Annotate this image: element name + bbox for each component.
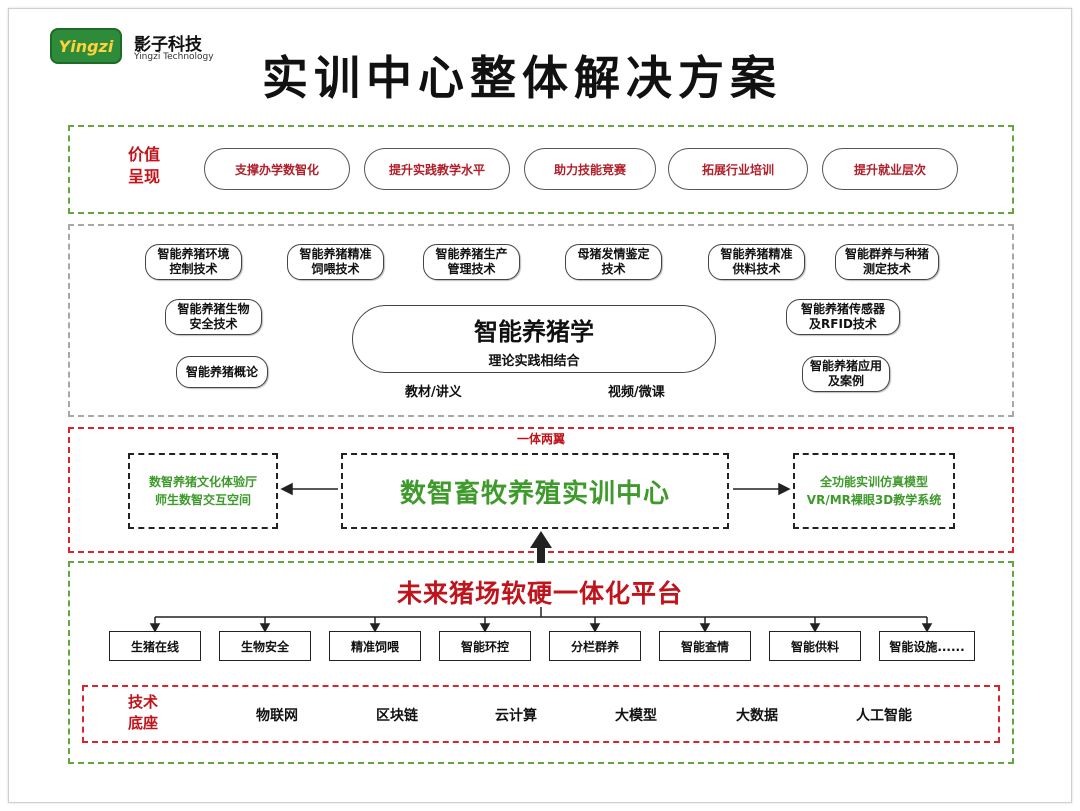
course-box: 智能养猪生物安全技术 xyxy=(165,299,262,335)
brand-name: 影子科技 xyxy=(134,35,202,55)
platform-module: 生物安全 xyxy=(219,631,311,661)
course-box: 智能养猪精准饲喂技术 xyxy=(287,244,384,280)
tech-base-label-line1: 技术 xyxy=(128,693,159,711)
up-arrow-head-icon xyxy=(530,531,552,548)
value-label: 价值 呈现 xyxy=(128,144,160,188)
core-subtitle: 理论实践相结合 xyxy=(488,354,580,369)
materials-right: 视频/微课 xyxy=(608,385,665,400)
tech-base-item: 人工智能 xyxy=(856,708,912,724)
platform-title: 未来猪场软硬一体化平台 xyxy=(396,579,683,608)
right-wing-box: 全功能实训仿真模型 VR/MR裸眼3D教学系统 xyxy=(793,453,955,529)
curriculum-section xyxy=(68,224,1014,417)
tech-base-item: 大模型 xyxy=(615,708,657,724)
left-wing-line1: 数智养猪文化体验厅 xyxy=(148,475,257,489)
tech-base-label-line2: 底座 xyxy=(128,714,159,732)
center-title: 数智畜牧养殖实训中心 xyxy=(399,478,670,509)
tech-base-item: 云计算 xyxy=(495,708,537,724)
right-wing-line1: 全功能实训仿真模型 xyxy=(819,475,928,489)
left-wing-box: 数智养猪文化体验厅师生数智交互空间 xyxy=(128,453,278,529)
value-item: 提升就业层次 xyxy=(822,148,958,190)
value-item: 支撑办学数智化 xyxy=(204,148,350,190)
brand-subtitle: Yingzi Technology xyxy=(134,52,214,62)
course-box: 智能养猪传感器及RFID技术 xyxy=(786,299,900,335)
value-item: 拓展行业培训 xyxy=(668,148,808,190)
tech-base-label: 技术 底座 xyxy=(128,692,158,734)
up-arrow-shaft xyxy=(537,545,545,563)
value-item: 提升实践教学水平 xyxy=(364,148,510,190)
page-title: 实训中心整体解决方案 xyxy=(262,51,782,105)
yingzi-logo: Yingzi xyxy=(50,28,122,64)
course-box: 智能养猪生产管理技术 xyxy=(423,244,520,280)
page-frame xyxy=(8,8,1072,803)
tech-base-item: 区块链 xyxy=(376,708,418,724)
tech-base-item: 物联网 xyxy=(256,708,298,724)
arrow-head-right-icon xyxy=(778,482,791,496)
course-box: 智能养猪精准供料技术 xyxy=(708,244,805,280)
platform-module: 分栏群养 xyxy=(549,631,641,661)
left-wing-line2: 师生数智交互空间 xyxy=(154,493,251,507)
tech-base-item: 大数据 xyxy=(736,708,778,724)
value-item: 助力技能竞赛 xyxy=(524,148,656,190)
course-box: 智能群养与种猪测定技术 xyxy=(835,244,939,280)
right-wing-line2: VR/MR裸眼3D教学系统 xyxy=(806,493,942,507)
center-box: 数智畜牧养殖实训中心 xyxy=(341,453,729,529)
logo-text: Yingzi xyxy=(58,36,114,56)
course-box: 智能养猪应用及案例 xyxy=(802,356,890,392)
value-label-line1: 价值 xyxy=(128,145,161,164)
platform-module: 智能设施...... xyxy=(879,631,975,661)
wings-label: 一体两翼 xyxy=(516,432,565,446)
platform-module: 精准饲喂 xyxy=(329,631,421,661)
course-box: 智能养猪环境控制技术 xyxy=(145,244,242,280)
materials-left: 教材/讲义 xyxy=(405,385,462,400)
tech-base-section xyxy=(82,685,1000,743)
arrow-head-left-icon xyxy=(280,482,293,496)
core-title: 智能养猪学 xyxy=(474,318,594,346)
course-box: 母猪发情鉴定技术 xyxy=(565,244,662,280)
core-course: 智能养猪学 理论实践相结合 xyxy=(352,305,716,373)
value-section xyxy=(68,125,1014,214)
value-label-line2: 呈现 xyxy=(128,167,161,186)
course-box: 智能养猪概论 xyxy=(176,356,268,388)
